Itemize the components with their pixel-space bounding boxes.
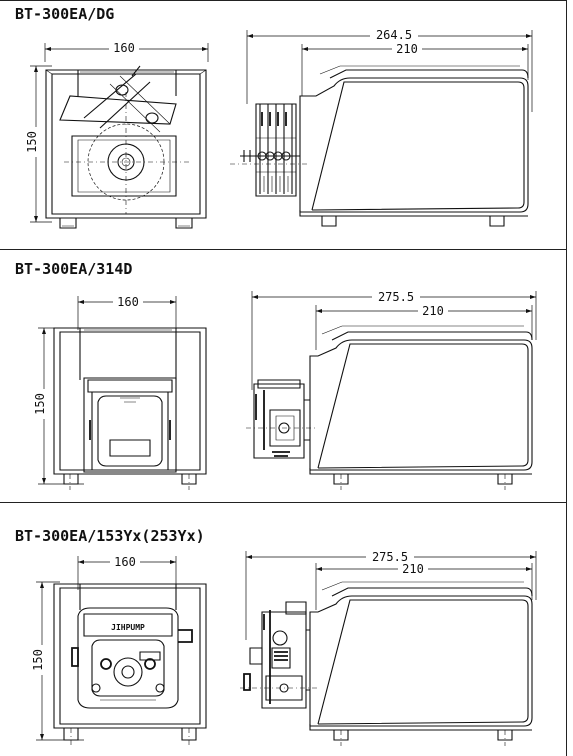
section-1-side-body-label: 210 — [396, 42, 418, 56]
section-3-front-view: 160 150 JIHPUMP — [31, 555, 207, 746]
section-1-title: BT-300EA/DG — [15, 5, 115, 23]
section-3-front-height-label: 150 — [31, 649, 45, 671]
section-2-side-body-label: 210 — [422, 304, 444, 318]
section-1-front-view: 160 150 — [25, 41, 209, 229]
right-border-line — [566, 0, 567, 756]
section-2-title: BT-300EA/314D — [15, 260, 133, 278]
section-2-side-view: 275.5 210 — [246, 290, 537, 490]
section-2-front-width-label: 160 — [117, 295, 139, 309]
section-1-front-width-label: 160 — [113, 41, 135, 55]
section-3-pump-logo: JIHPUMP — [111, 623, 145, 632]
section-divider-1 — [0, 249, 566, 250]
section-divider-2 — [0, 502, 566, 503]
section-3-side-overall-label: 275.5 — [372, 550, 408, 564]
section-2-front-view: 160 150 — [33, 295, 207, 490]
section-1-side-view: 264.5 210 — [230, 28, 533, 227]
section-3-title: BT-300EA/153Yx(253Yx) — [15, 527, 205, 545]
section-2-front-height-label: 150 — [33, 393, 47, 415]
section-1-front-height-label: 150 — [25, 131, 39, 153]
section-1-side-overall-label: 264.5 — [376, 28, 412, 42]
section-3-front-width-label: 160 — [114, 555, 136, 569]
top-border-line — [0, 0, 566, 1]
section-3-side-body-label: 210 — [402, 562, 424, 576]
section-3-side-view: 275.5 210 — [240, 550, 537, 746]
section-2-side-overall-label: 275.5 — [378, 290, 414, 304]
